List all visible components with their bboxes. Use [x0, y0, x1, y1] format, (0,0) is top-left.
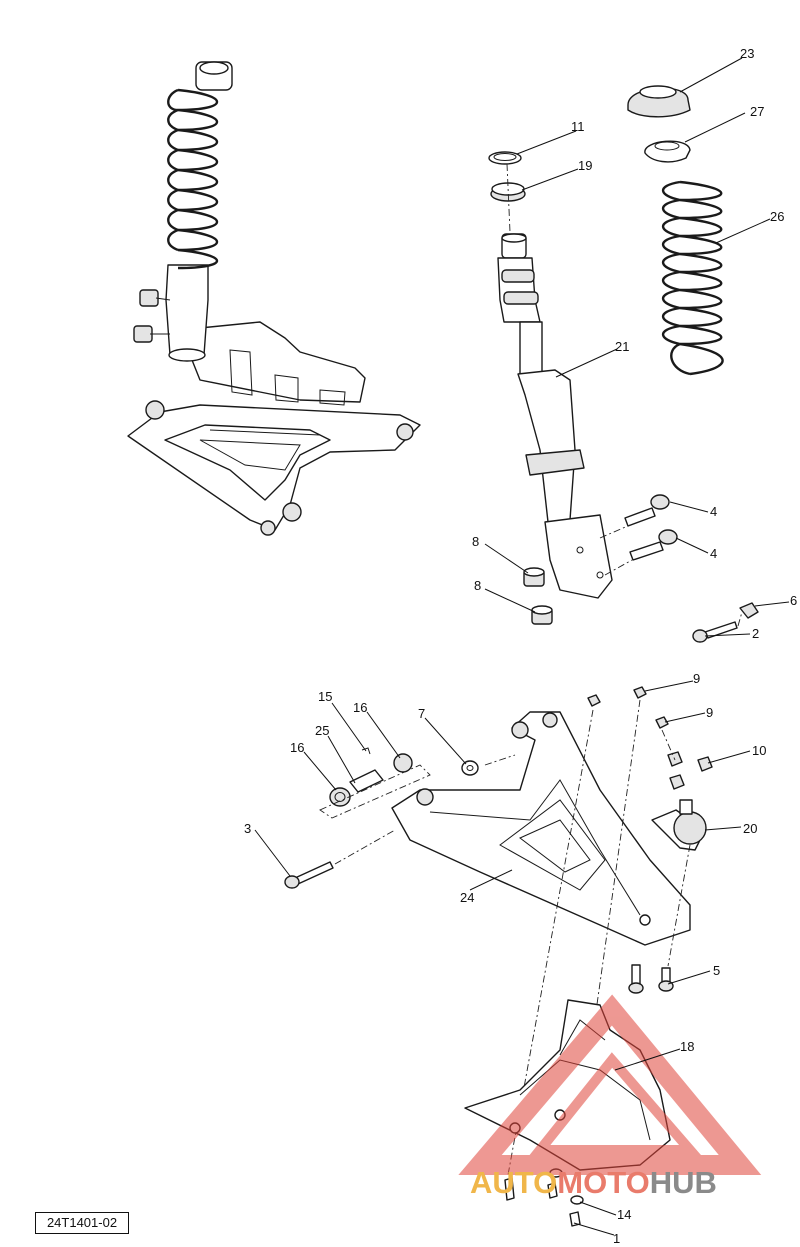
- callout-3: 3: [244, 821, 251, 836]
- callout-15: 15: [318, 689, 332, 704]
- clip-11: [488, 151, 522, 165]
- watermark-auto: AUTO: [470, 1165, 558, 1200]
- nut-8-lower: [531, 605, 553, 625]
- bolt-1-c: [547, 1182, 558, 1199]
- leader-lines: [254, 57, 790, 1236]
- callout-4-lower: 4: [710, 546, 717, 561]
- callout-8-lower: 8: [474, 578, 481, 593]
- nut-9-lower: [655, 716, 669, 729]
- nut-top-left: [587, 694, 601, 707]
- nut-9-upper: [633, 686, 647, 699]
- callout-6: 6: [790, 593, 797, 608]
- assembled-spring: [167, 88, 218, 270]
- callout-16-upper: 16: [353, 700, 367, 715]
- callout-11: 11: [571, 119, 585, 134]
- sleeve-25: [349, 769, 384, 793]
- bushing-16-right: [393, 753, 413, 773]
- callout-24: 24: [460, 890, 474, 905]
- nut-10-c: [669, 774, 685, 790]
- watermark-triangle-logo: [458, 994, 762, 1175]
- grease-fitting-15: [361, 747, 371, 755]
- callout-21: 21: [615, 339, 629, 354]
- callout-9-lower: 9: [706, 705, 713, 720]
- a-arm-24: [391, 711, 691, 946]
- bolt-1: [569, 1211, 581, 1227]
- callout-27: 27: [750, 104, 764, 119]
- callout-7: 7: [418, 706, 425, 721]
- ball-joint-20: [651, 799, 707, 851]
- callout-14: 14: [617, 1207, 631, 1222]
- watermark-text: AUTOMOTOHUB: [470, 1165, 717, 1201]
- callout-20: 20: [743, 821, 757, 836]
- callout-labels: 23 27 11 19 26 21 4 4 8 8 6 2 9 9 10 20 …: [244, 46, 797, 1246]
- callout-18: 18: [680, 1039, 694, 1054]
- watermark-hub: HUB: [649, 1165, 717, 1200]
- callout-1: 1: [613, 1231, 620, 1246]
- nut-10-b: [697, 756, 713, 772]
- bushing-16-left: [329, 787, 351, 807]
- callout-19: 19: [578, 158, 592, 173]
- bolt-5-b: [658, 967, 674, 992]
- callout-25: 25: [315, 723, 329, 738]
- washer-7: [461, 760, 479, 776]
- bolt-1-b: [504, 1177, 515, 1201]
- nut-8-upper: [523, 567, 545, 587]
- bolt-5-a: [628, 964, 644, 994]
- bolt-2: [692, 621, 738, 643]
- callout-10: 10: [752, 743, 766, 758]
- callout-4-upper: 4: [710, 504, 717, 519]
- spring-seat-23: [627, 85, 691, 118]
- spring-seat-27: [644, 140, 691, 163]
- watermark-moto: MOTO: [557, 1165, 650, 1200]
- callout-23: 23: [740, 46, 754, 61]
- callout-16-lower: 16: [290, 740, 304, 755]
- bolt-3: [284, 861, 334, 889]
- callout-9-upper: 9: [693, 671, 700, 686]
- assembled-suspension-illustration: [127, 61, 421, 536]
- callout-5: 5: [713, 963, 720, 978]
- callout-2: 2: [752, 626, 759, 641]
- bolt-4-upper: [624, 494, 670, 527]
- shock-absorber-21: [497, 233, 613, 599]
- reference-code-label: 24T1401-02: [35, 1212, 129, 1234]
- bolt-4-lower: [629, 529, 678, 561]
- callout-8-upper: 8: [472, 534, 479, 549]
- nut-6: [739, 602, 759, 619]
- callout-26: 26: [770, 209, 784, 224]
- coil-spring-26: [661, 180, 724, 376]
